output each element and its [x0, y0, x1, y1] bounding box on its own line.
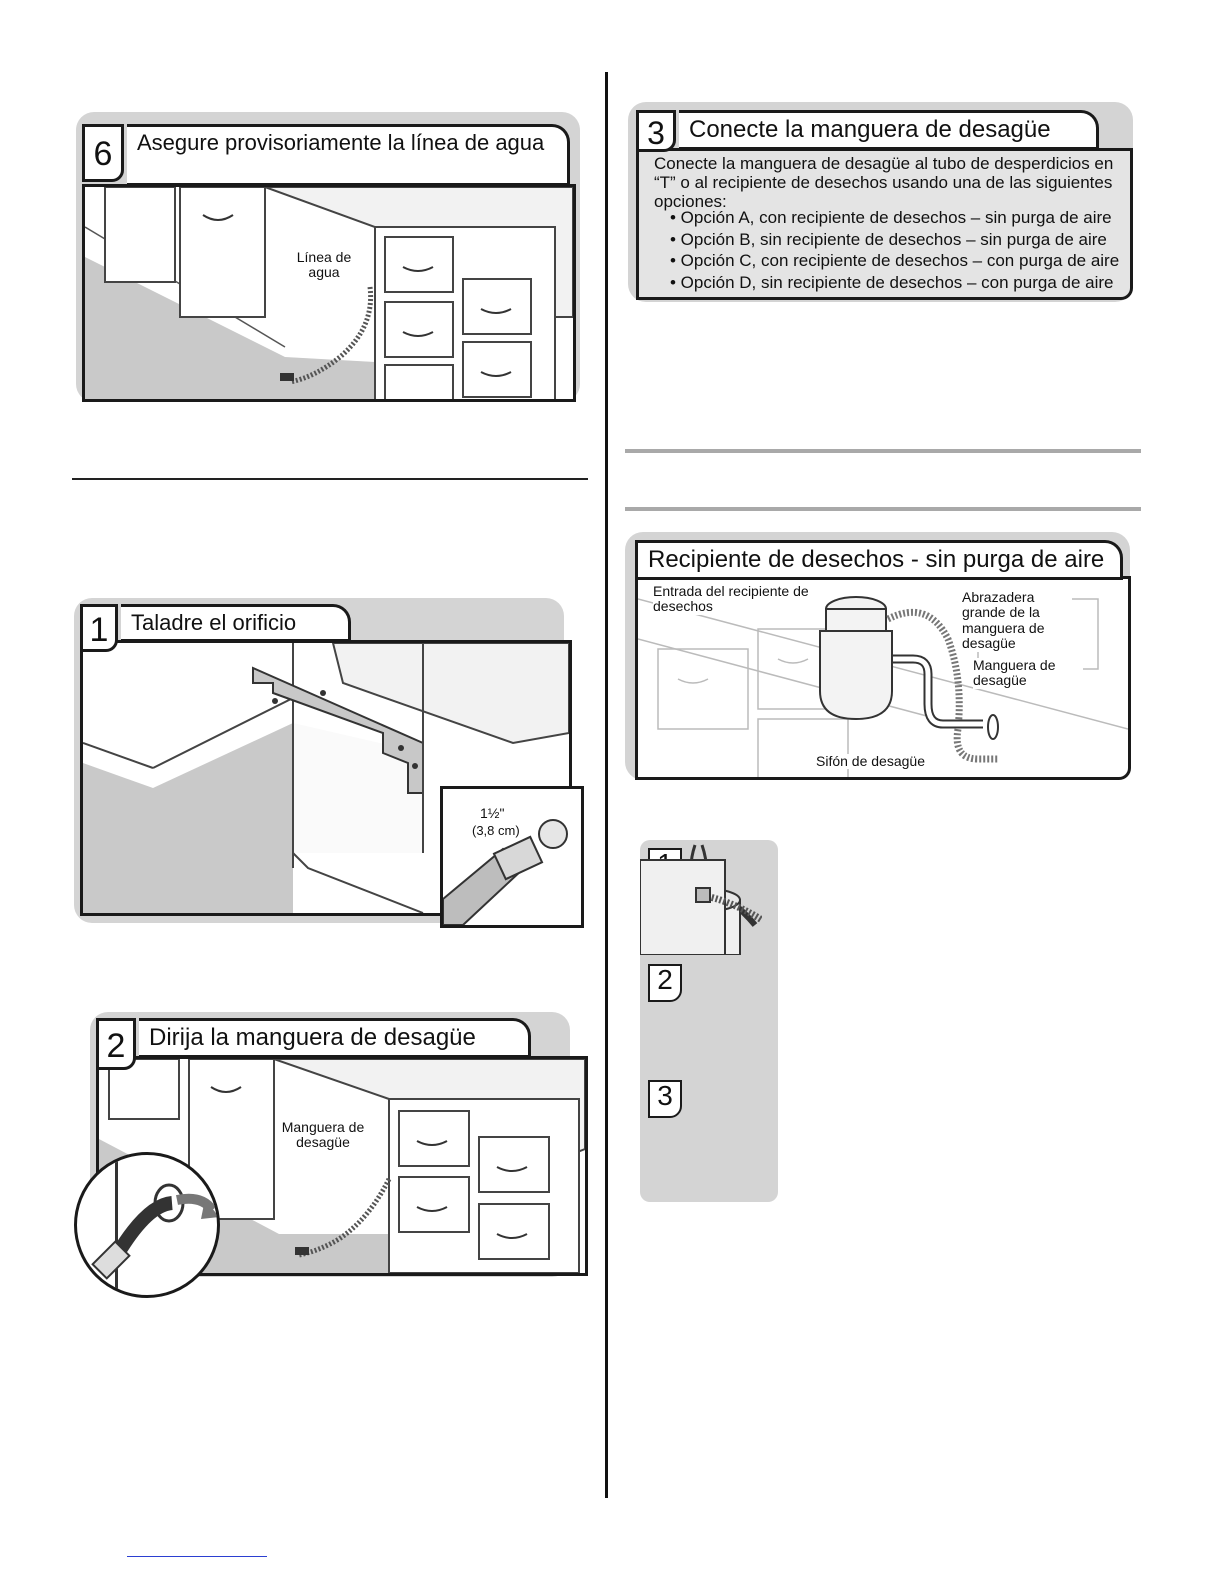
- panel-title: Conecte la manguera de desagüe: [679, 110, 1099, 150]
- water-line-label: Línea de agua: [288, 249, 360, 281]
- intro-text: Conecte la manguera de desagüe al tubo d…: [654, 154, 1114, 211]
- step-number-1: 1: [80, 604, 118, 652]
- hole-size-metric: (3,8 cm): [472, 823, 520, 838]
- panel-disposer-no-air-gap: Recipiente de desechos - sin purga de ai…: [625, 532, 1137, 782]
- step-image-3: [640, 859, 762, 1185]
- hole-inset-circle: [74, 1152, 220, 1298]
- disposer-inlet-label: Entrada del recipiente de desechos: [653, 583, 823, 615]
- sub-step-2: 2: [648, 964, 682, 1002]
- panel-title: Dirija la manguera de desagüe: [139, 1018, 531, 1058]
- footer-underline: [127, 1556, 267, 1557]
- illustration-water-line: [82, 184, 576, 402]
- panel-drill-hole: 1 Taladre el orificio 1½" (3,8 cm): [72, 598, 587, 933]
- panel-title: Asegure provisoriamente la línea de agua: [127, 124, 570, 186]
- panel-title: Taladre el orificio: [121, 604, 351, 642]
- hose-clamp-label: Abrazadera grande de la manguera de desa…: [962, 589, 1072, 652]
- instructions-box: [636, 148, 1133, 300]
- step-number-6: 6: [82, 124, 124, 182]
- step-number-2: 2: [96, 1018, 136, 1070]
- panel-connect-drain-hose: 3 Conecte la manguera de desagüe Conecte…: [628, 102, 1138, 302]
- step-number-3: 3: [636, 110, 676, 152]
- drain-hose-label: Manguera de desagüe: [973, 657, 1083, 689]
- option-item: • Opción D, sin recipiente de desechos –…: [670, 272, 1114, 292]
- knockout-steps-strip: 1 2 3: [640, 840, 778, 1202]
- section-rule: [625, 449, 1141, 453]
- panel-secure-water-line: 6 Asegure provisoriamente la línea de ag…: [70, 112, 580, 402]
- hole-size-label: 1½": [480, 805, 505, 821]
- section-rule: [72, 478, 588, 480]
- drill-inset: [440, 786, 584, 928]
- section-rule: [625, 507, 1141, 511]
- sub-step-3: 3: [648, 1080, 682, 1118]
- panel-title: Recipiente de desechos - sin purga de ai…: [635, 540, 1123, 580]
- option-item: • Opción A, con recipiente de desechos –…: [670, 208, 1112, 227]
- option-item: • Opción B, sin recipiente de desechos –…: [670, 229, 1107, 249]
- column-divider: [605, 72, 608, 1498]
- option-list: • Opción A, con recipiente de desechos –…: [654, 207, 1134, 293]
- option-item: • Opción C, con recipiente de desechos –…: [670, 251, 1120, 270]
- panel-route-drain-hose: 2 Dirija la manguera de desagüe Manguera…: [72, 1012, 588, 1298]
- drain-trap-label: Sifón de desagüe: [803, 753, 938, 770]
- drain-hose-label: Manguera de desagüe: [277, 1119, 369, 1151]
